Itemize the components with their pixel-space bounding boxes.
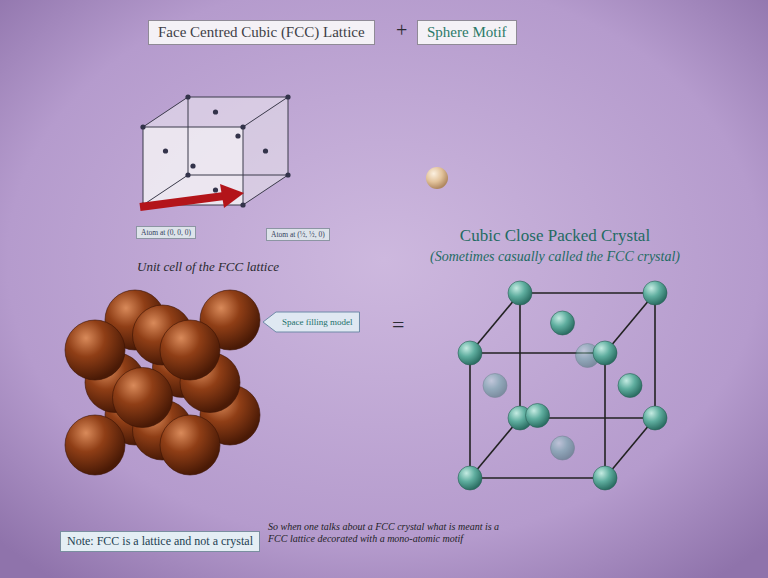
lattice-point — [190, 163, 195, 168]
cell-edge — [143, 127, 243, 128]
cell-caption: Unit cell of the FCC lattice — [108, 259, 308, 275]
explanatory-note: So when one talks about a FCC crystal wh… — [268, 521, 518, 545]
label-box: Atom at (0, 0, 0) — [136, 226, 196, 239]
label-box: Atom at (½, ½, 0) — [266, 228, 330, 241]
atom-sphere — [483, 374, 507, 398]
equals-sign: = — [392, 312, 404, 338]
cell-edge — [288, 97, 289, 175]
lattice-point — [240, 124, 245, 129]
atom-sphere — [508, 281, 532, 305]
cell-edge — [470, 477, 605, 479]
cell-face — [243, 97, 288, 205]
lattice-vector — [140, 196, 224, 207]
box-text: Atom at (½, ½, 0) — [271, 230, 325, 239]
label-box: Sphere Motif — [417, 20, 517, 45]
lattice-point — [140, 124, 145, 129]
atom-sphere — [458, 466, 482, 490]
cell-edge — [188, 175, 288, 176]
cell-edge — [654, 293, 656, 418]
box-text: Atom at (0, 0, 0) — [141, 228, 191, 237]
cell-edge — [243, 175, 288, 205]
sphere-motif — [426, 167, 448, 189]
atom-sphere — [593, 466, 617, 490]
lattice-point — [185, 172, 190, 177]
plus-sign: + — [396, 18, 407, 42]
lattice-point — [213, 187, 218, 192]
cell-edge — [188, 97, 189, 175]
lattice-vector-head — [220, 184, 244, 208]
atom-sphere — [593, 341, 617, 365]
lattice-point — [235, 133, 240, 138]
arrow-outline — [263, 312, 359, 332]
cell-edge — [143, 127, 144, 205]
arrow-callout: Space filling model — [262, 311, 360, 333]
cell-edge — [604, 353, 606, 478]
lattice-point — [263, 148, 268, 153]
crystal-note: (Sometimes casually called the FCC cryst… — [395, 249, 715, 266]
box-text: Sphere Motif — [427, 24, 507, 41]
cell-edge — [188, 97, 288, 98]
atom-sphere — [643, 406, 667, 430]
label-box: Note: FCC is a lattice and not a crystal — [60, 531, 260, 552]
lattice-point — [285, 172, 290, 177]
atom-sphere — [113, 368, 173, 428]
atom-sphere — [551, 311, 575, 335]
lattice-point — [285, 94, 290, 99]
atom-sphere — [618, 374, 642, 398]
atom-sphere — [160, 415, 220, 475]
cell-edge — [143, 97, 188, 127]
cell-edge — [520, 292, 655, 294]
cell-edge — [243, 97, 288, 127]
ccp-crystal — [458, 281, 667, 490]
lattice-point — [163, 148, 168, 153]
lattice-point — [185, 94, 190, 99]
atom-sphere — [643, 281, 667, 305]
lattice-point — [213, 109, 218, 114]
atom-sphere — [551, 436, 575, 460]
atom-sphere — [160, 320, 220, 380]
lattice-cell — [140, 94, 291, 208]
cell-edge — [469, 353, 471, 478]
box-text: Space filling model — [282, 317, 352, 327]
label-box: Face Centred Cubic (FCC) Lattice — [148, 20, 375, 45]
space-filling-model — [65, 290, 260, 475]
atom-sphere — [65, 415, 125, 475]
atom-sphere — [65, 320, 125, 380]
cell-edge — [519, 293, 521, 418]
lattice-point — [240, 202, 245, 207]
atom-sphere — [458, 341, 482, 365]
atom-sphere — [526, 404, 550, 428]
box-text: Note: FCC is a lattice and not a crystal — [67, 534, 253, 549]
crystal-title: Cubic Close Packed Crystal — [405, 226, 705, 246]
box-text: Face Centred Cubic (FCC) Lattice — [158, 24, 365, 41]
